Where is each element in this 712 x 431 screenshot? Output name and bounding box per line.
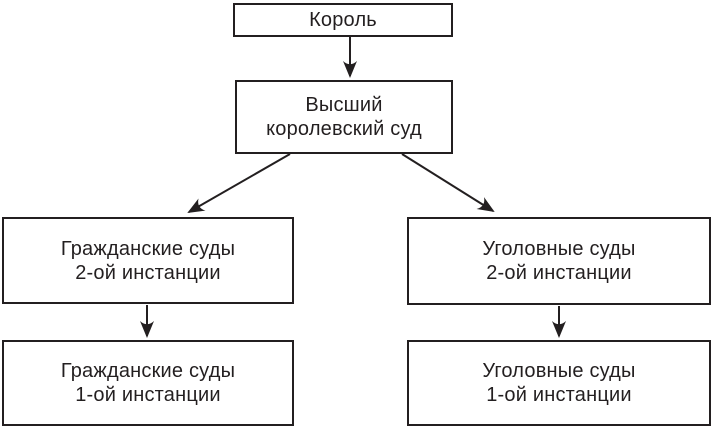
- node-civil-courts-1st-instance: Гражданские суды 1-ой инстанции: [2, 340, 294, 426]
- node-civil-2-label-line2: 2-ой инстанции: [75, 261, 221, 284]
- node-civil-1-label-line2: 1-ой инстанции: [75, 384, 221, 406]
- node-criminal-courts-2nd-instance: Уголовные суды 2-ой инстанции: [407, 217, 711, 305]
- node-king-label: Король: [309, 9, 377, 31]
- node-criminal-1-label-line2: 1-ой инстанции: [486, 384, 632, 406]
- node-high-royal-court-label-line2: королевский суд: [266, 118, 422, 140]
- node-criminal-2-label-line2: 2-ой инстанции: [486, 262, 632, 284]
- node-criminal-1-label-line1: Уголовные суды: [482, 360, 636, 382]
- node-civil-courts-2nd-instance: Гражданские суды 2-ой инстанции: [2, 217, 294, 304]
- arrow-high-court-to-criminal-2: [401, 153, 495, 213]
- node-civil-2-label-line1: Гражданские суды: [60, 237, 236, 260]
- node-criminal-courts-1st-instance: Уголовные суды 1-ой инстанции: [407, 340, 711, 426]
- node-high-royal-court: Высший королевский суд: [235, 80, 453, 154]
- node-civil-1-label-line1: Гражданские суды: [60, 360, 236, 382]
- node-king: Король: [233, 3, 453, 37]
- node-high-royal-court-label-line1: Высший: [305, 94, 383, 116]
- arrow-high-court-to-civil-2: [187, 153, 291, 213]
- node-criminal-2-label-line1: Уголовные суды: [482, 238, 636, 260]
